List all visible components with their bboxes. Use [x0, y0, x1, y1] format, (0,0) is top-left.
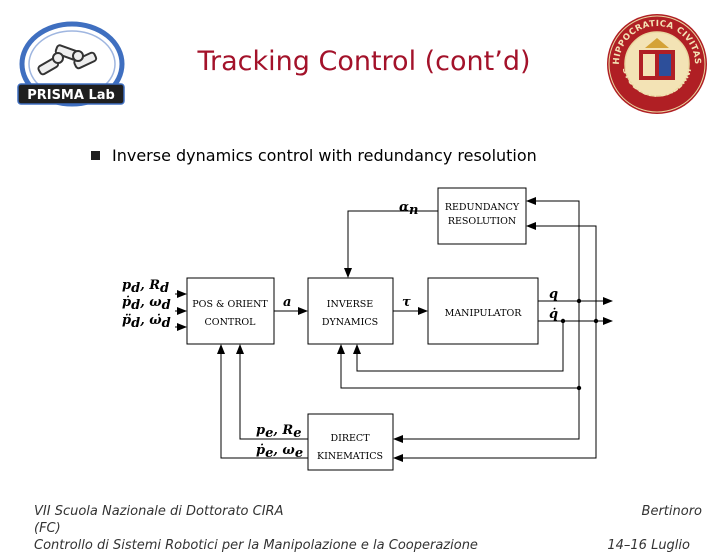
seal-emblem-icon [639, 38, 675, 80]
feedback-pe-re-label: pe, Re [256, 423, 302, 441]
manipulator-label: MANIPULATOR [445, 308, 523, 319]
footer-right-line1: Bertinoro [641, 504, 702, 519]
inverse-label-2: DYNAMICS [322, 317, 378, 328]
direct-label-1: DIRECT [330, 433, 370, 444]
q-label: q [549, 287, 558, 302]
slide-title: Tracking Control (cont’d) [197, 46, 531, 77]
inverse-label-1: INVERSE [327, 299, 374, 310]
qdot-label: q̇ [549, 307, 558, 322]
bullet-text: Inverse dynamics control with redundancy… [112, 146, 537, 165]
tau-label: τ [402, 295, 411, 310]
bullet-item: Inverse dynamics control with redundancy… [91, 146, 537, 165]
feedback-pedot-we-label: ṗe, ωe [256, 443, 303, 461]
prisma-lab-logo-graphic: PRISMA Lab [17, 21, 125, 107]
pos-orient-control-block: POS & ORIENT CONTROL [186, 277, 275, 345]
redundancy-label-1: REDUNDANCY [445, 202, 520, 213]
input-pddot2-wddot-label: p̈d, ω̇d [122, 313, 171, 331]
university-seal-graphic: HIPPOCRATICA CIVITAS STUDIUM SALERNI [607, 14, 707, 114]
input-pddot-wd-label: ṗd, ωd [122, 295, 171, 313]
footer-left-line1: VII Scuola Nazionale di Dottorato CIRA [34, 504, 284, 519]
input-arrows [175, 197, 613, 462]
footer-left-line2: (FC) [34, 521, 61, 536]
direct-kinematics-block: DIRECT KINEMATICS [307, 413, 394, 471]
direct-label-2: KINEMATICS [317, 451, 383, 462]
prisma-lab-label: PRISMA Lab [27, 88, 115, 103]
a-label: a [283, 295, 291, 310]
pos-orient-label-2: CONTROL [205, 317, 257, 328]
redundancy-resolution-block: REDUNDANCY RESOLUTION [437, 187, 527, 245]
university-seal-logo: HIPPOCRATICA CIVITAS STUDIUM SALERNI [605, 12, 709, 116]
manipulator-block: MANIPULATOR [427, 277, 539, 345]
redundancy-label-2: RESOLUTION [448, 216, 516, 227]
input-pd-rd-label: pd, Rd [122, 278, 169, 296]
inverse-dynamics-block: INVERSE DYNAMICS [307, 277, 394, 345]
prisma-lab-logo: PRISMA Lab [12, 18, 142, 112]
junction-dots [560, 298, 599, 391]
pos-orient-label-1: POS & ORIENT [192, 299, 268, 310]
alpha-n-label: αn [399, 200, 418, 218]
bullet-square-icon [91, 151, 100, 160]
